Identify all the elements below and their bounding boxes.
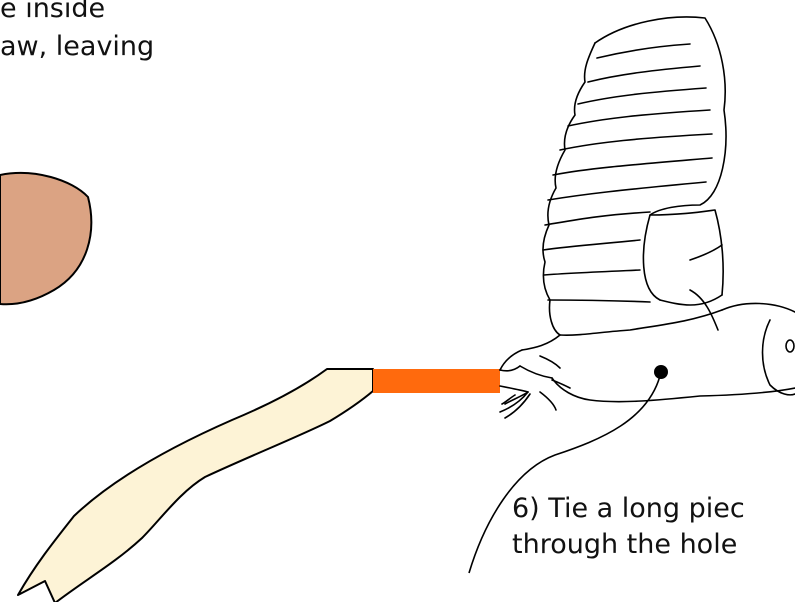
paper-bag-shape [0,173,91,304]
instruction-top-line2: aw, leaving [0,31,154,63]
instruction-top-line1: e inside [0,0,105,25]
owl-drawing [500,17,795,418]
orange-band [373,369,500,393]
hole-dot [654,365,668,379]
ribbon-tail [18,369,373,602]
instruction-step6-line2: through the hole [512,529,737,561]
instruction-step6-line1: 6) Tie a long piec [512,493,745,525]
